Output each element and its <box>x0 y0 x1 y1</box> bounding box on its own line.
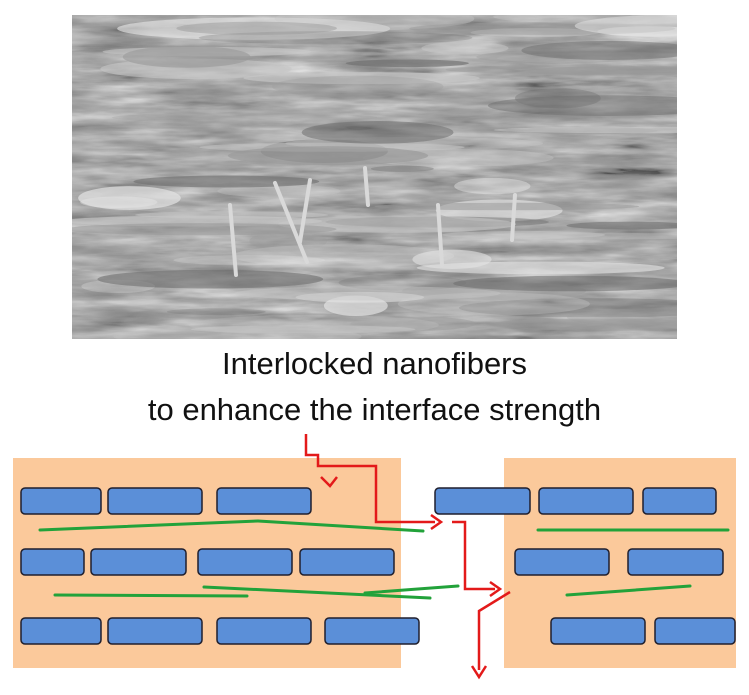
caption-line-2: to enhance the interface strength <box>147 392 602 427</box>
micrograph-layers <box>72 15 677 339</box>
micrograph-fiber <box>363 166 370 207</box>
platelet <box>90 548 187 576</box>
platelet <box>216 617 312 645</box>
micrograph-flake <box>122 45 251 68</box>
micrograph-flake <box>243 72 480 85</box>
interlock-schematic <box>13 434 736 680</box>
micrograph-flake <box>445 64 677 75</box>
micrograph-flake <box>370 165 434 172</box>
micrograph-flake <box>97 269 324 289</box>
nanofiber <box>38 519 260 532</box>
nanofiber <box>565 584 692 597</box>
micrograph-flake <box>278 215 517 233</box>
micrograph-flake <box>166 308 266 316</box>
platelet <box>434 487 531 515</box>
micrograph-flake <box>397 292 590 316</box>
micrograph-fiber <box>298 178 312 244</box>
micrograph-flake <box>487 95 677 116</box>
micrograph-flake <box>441 230 606 239</box>
micrograph-flake <box>574 15 677 38</box>
micrograph-flake <box>198 31 473 45</box>
nanofibers <box>38 519 730 600</box>
micrograph-flake <box>493 126 677 134</box>
micrograph-flake <box>176 21 337 35</box>
nanofiber <box>202 585 432 600</box>
platelet <box>20 487 102 515</box>
micrograph-flake <box>454 177 531 195</box>
platelet <box>299 548 395 576</box>
micrograph-flake <box>117 17 391 40</box>
platelet <box>107 487 203 515</box>
micrograph-flake <box>527 66 677 76</box>
platelet <box>538 487 634 515</box>
platelet <box>514 548 610 576</box>
micrograph-flake <box>566 221 677 230</box>
micrograph-flake <box>111 112 378 123</box>
micrograph-flake <box>301 121 454 144</box>
micrograph-flake <box>323 295 388 317</box>
crack-segment <box>452 520 495 591</box>
micrograph-flake <box>470 28 599 38</box>
crack-arrowhead <box>320 476 338 488</box>
micrograph-flake <box>462 232 677 240</box>
nanofiber <box>256 519 425 533</box>
micrograph-flake <box>489 318 677 331</box>
micrograph-flake <box>459 298 677 318</box>
micrograph-flake <box>190 325 416 334</box>
micrograph-flake <box>522 127 658 135</box>
platelet <box>550 617 646 645</box>
micrograph-fiber <box>436 203 444 267</box>
platelet <box>627 548 724 576</box>
platelet <box>654 617 736 645</box>
micrograph-flake <box>345 59 469 68</box>
platelet <box>20 548 85 576</box>
micrograph-flake <box>133 175 320 188</box>
micrograph-flake <box>227 146 429 166</box>
micrograph-fiber <box>273 181 309 264</box>
micrograph-flake <box>78 186 181 210</box>
sem-micrograph <box>72 15 677 339</box>
crack-segment <box>304 434 435 524</box>
micrograph-flake <box>188 314 439 336</box>
micrograph-flake <box>249 231 327 251</box>
micrograph-fiber <box>510 193 517 242</box>
crack-arrowhead <box>470 665 488 680</box>
platelet <box>107 617 203 645</box>
micrograph-flake <box>72 223 337 236</box>
platelet <box>20 617 102 645</box>
platelet <box>197 548 293 576</box>
micrograph-flake <box>412 249 492 270</box>
platelet <box>216 487 312 515</box>
micrograph-flake <box>374 202 640 211</box>
micrograph-flake <box>232 244 455 268</box>
micrograph-flake <box>421 41 509 55</box>
platelet <box>324 617 420 645</box>
micrograph-flake <box>274 15 475 31</box>
micrograph-flake <box>521 40 677 60</box>
crack-arrowhead <box>430 513 444 531</box>
crack-arrowhead <box>489 580 503 598</box>
micrograph-fiber <box>228 203 238 277</box>
micrograph-flake <box>234 286 501 301</box>
micrograph-flake <box>453 275 677 292</box>
micrograph-flake <box>271 75 444 98</box>
crack-path <box>304 434 511 680</box>
nanofiber <box>363 584 460 595</box>
micrograph-flake <box>567 308 677 327</box>
micrograph-flake <box>173 255 326 266</box>
platelet <box>642 487 717 515</box>
micrograph-flake <box>338 274 467 291</box>
platelets <box>20 487 736 645</box>
nanofiber <box>53 593 249 598</box>
caption-line-1: Interlocked nanofibers <box>221 346 528 381</box>
crack-segment <box>477 590 511 670</box>
